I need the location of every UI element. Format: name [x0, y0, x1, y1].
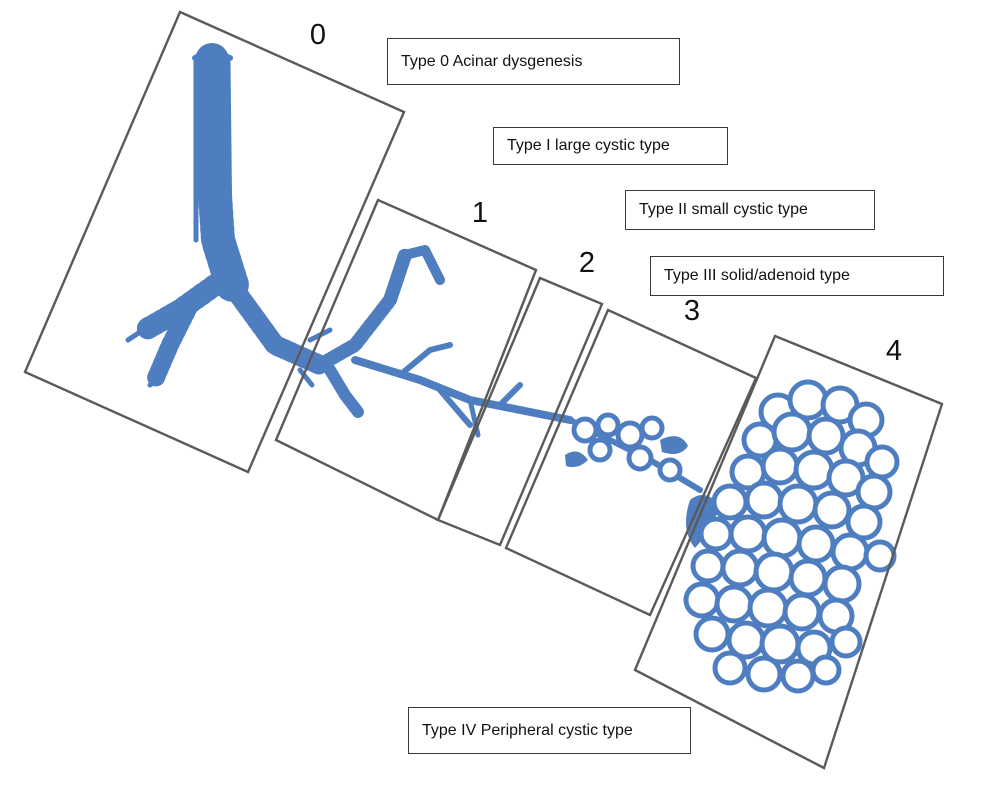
acinar-sac	[753, 551, 795, 593]
label-type-3: Type III solid/adenoid type	[650, 256, 944, 296]
acinar-sac	[793, 449, 835, 491]
small-cysts-drawing	[565, 412, 688, 483]
acinar-sac	[788, 558, 828, 598]
label-type-4: Type IV Peripheral cystic type	[408, 707, 691, 754]
acinar-sac	[760, 446, 800, 486]
acinar-sac	[711, 483, 749, 521]
acinar-sac	[806, 416, 846, 456]
acinar-sac	[812, 490, 852, 530]
acinar-sac	[698, 516, 734, 552]
zone-number-1: 1	[472, 197, 488, 229]
zone-frames	[23, 10, 944, 770]
acinar-sac	[693, 615, 731, 653]
zone-number-2: 2	[579, 247, 595, 279]
acinar-sac	[829, 625, 863, 659]
label-type-1: Type I large cystic type	[493, 127, 728, 165]
acinar-sac	[761, 517, 803, 559]
acinar-sac	[728, 514, 768, 554]
zone-frame-3	[504, 308, 758, 617]
acinar-sac	[863, 539, 897, 573]
acinar-sac	[714, 584, 754, 624]
acinar-sac	[822, 564, 862, 604]
zone-frame-4	[633, 334, 944, 770]
label-type-0: Type 0 Acinar dysgenesis	[387, 38, 680, 85]
zone-frame-2	[436, 276, 604, 547]
acinar-sac-cluster	[683, 379, 900, 694]
acinar-sac	[845, 503, 883, 541]
zone-frame-0	[23, 10, 406, 474]
trachea-drawing	[192, 43, 249, 302]
acinar-sac	[747, 587, 789, 629]
zone-number-0: 0	[310, 19, 326, 51]
acinar-sac	[712, 650, 748, 686]
right-bronchus-drawing	[225, 245, 703, 493]
acinar-sac	[810, 654, 842, 686]
zone-number-3: 3	[684, 295, 700, 327]
acinar-sac	[690, 548, 726, 584]
acinar-sac	[720, 548, 760, 588]
label-type-2: Type II small cystic type	[625, 190, 875, 230]
acinar-sac	[796, 524, 836, 564]
acinar-sac	[745, 655, 783, 693]
acinar-sac	[780, 658, 816, 694]
acinar-sac	[782, 592, 822, 632]
acinar-sac	[683, 581, 721, 619]
acinar-sac	[830, 532, 870, 572]
left-bronchus-drawing	[125, 274, 226, 389]
acinar-sac	[864, 444, 900, 480]
bronchial-tree-illustration	[125, 43, 900, 694]
acinar-sac	[777, 483, 819, 525]
acinar-sac	[744, 480, 784, 520]
acinar-sac	[855, 473, 893, 511]
zone-number-4: 4	[886, 335, 902, 367]
acinar-sac	[771, 411, 813, 453]
